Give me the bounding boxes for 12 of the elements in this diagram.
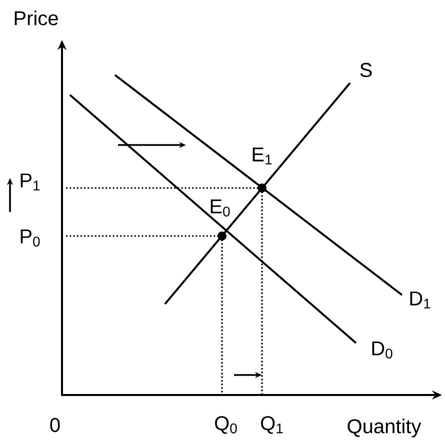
curve-label: S [360,62,372,78]
curve-label: D$_{0}$ [372,342,392,358]
quantity-level-label: Q$_{1}$ [261,416,283,434]
axis-label: Quantity [348,418,422,438]
price-level-label: P$_{0}$ [20,230,40,246]
axis-label: Price [14,10,58,26]
quantity-level-label: Q$_{0}$ [215,416,237,434]
point-label: E$_{0}$ [210,200,230,216]
curve-label: D$_{1}$ [410,292,430,308]
price-level-label: P$_{1}$ [20,174,40,190]
origin-label: 0 [50,418,60,432]
point-label: E$_{1}$ [252,148,272,164]
